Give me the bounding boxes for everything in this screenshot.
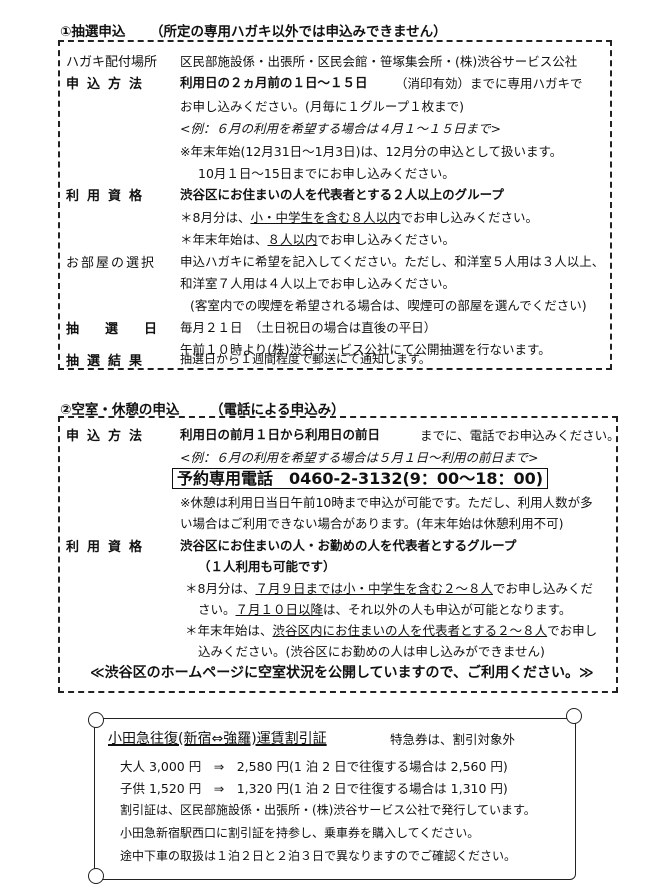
section2-footer: ≪渋谷区のホームページに空室状況を公開していますので、ご利用ください。≫ [90,665,594,681]
apply-postmark: （消印有効）までに専用ハガキで [395,76,583,91]
section1-box [58,40,612,370]
eligibility-august: ＊8月分は、小・中学生を含む８人以内でお申し込みください。 [180,210,538,225]
lottery-date-line1: 毎月２１日 （土日祝日の場合は直後の平日） [180,320,437,335]
room-select-line2: 和洋室７人用は４人以上でお申し込みください。 [180,276,456,291]
lottery-result-text: 抽選日から１週間程度で郵送にて通知します。 [180,352,431,366]
discount-scroll [94,718,576,880]
label-lottery-result: 抽選結果 [66,354,151,369]
apply-deadline: 利用日の２ヵ月前の１日〜１５日 [180,75,368,90]
eligibility2-newyear: ＊年末年始は、渋谷区内にお住まいの人を代表者とする２〜８人でお申し [185,623,598,638]
phone-apply-example: <例：６月の利用を希望する場合は５月１日〜利用の前日まで> [180,450,539,465]
label-eligibility2: 利用資格 [66,540,151,555]
room-select-line1: 申込ハガキに希望を記入してください。ただし、和洋室５人用は３人以上、 [180,254,605,269]
section2-note: （電話による申込み） [210,402,345,418]
section2-title: ②空室・休憩の申込 [60,402,180,418]
section1-note: （所定の専用ハガキ以外では申込みできません） [150,24,447,40]
flyer-location-text: 区民部施設係・出張所・区民会館・笹塚集会所・(株)渋谷サービス公社 [180,54,578,69]
apply-newyear-note2: 10月１日〜15日までにお申し込みください。 [198,166,455,181]
eligibility-newyear: ＊年末年始は、８人以内でお申し込みください。 [180,232,456,247]
label-apply-method: 申込方法 [66,77,151,92]
eligibility2-main: 渋谷区にお住まいの人・お勤めの人を代表者とするグループ [180,538,517,553]
label-phone-apply: 申込方法 [66,429,151,444]
eligibility-main: 渋谷区にお住まいの人を代表者とする２人以上のグループ [180,187,504,202]
lottery-date-line2: 午前１０時より(株)渋谷サービス公社にて公開抽選を行ないます。 [180,342,551,357]
eligibility2-newyear2: 込みください。(渋谷区にお勤めの人は申し込みができません) [198,644,545,659]
discount-issue: 割引証は、区民部施設係・出張所・(株)渋谷サービス公社で発行しています。 [120,803,536,817]
scroll-curl-bottom-left-icon [88,868,104,884]
fare-adult: 大人 3,000 円 ⇒ 2,580 円(1 泊 2 日で往復する場合は 2,5… [120,759,508,774]
discount-title: 小田急往復(新宿⇔強羅)運賃割引証 [108,731,327,747]
label-room-select: お部屋の選択 [66,256,157,271]
eligibility2-august: ＊8月分は、７月９日までは小・中学生を含む２〜８人でお申し込みくだ [185,581,593,596]
label-eligibility: 利用資格 [66,189,151,204]
section1-title: ①抽選申込 [60,24,126,40]
apply-newyear-note: ※年末年始(12月31日〜1月3日)は、12月分の申込として扱います。 [180,144,563,159]
fare-child: 子供 1,520 円 ⇒ 1,320 円(1 泊 2 日で往復する場合は 1,3… [120,781,508,796]
section2-box [58,416,618,693]
rest-note-line1: ※休憩は利用日当日午前10時まで申込が可能です。ただし、利用人数が多 [180,495,593,510]
discount-note: 特急券は、割引対象外 [390,732,516,747]
apply-line2: お申し込みください。(月毎に１グループ１枚まで) [180,99,465,114]
apply-example: <例：６月の利用を希望する場合は４月１〜１５日まで> [180,121,501,136]
rest-note-line2: い場合はご利用できない場合があります。(年末年始は休憩利用不可) [180,516,564,531]
label-lottery-date: 抽選日 [66,322,184,337]
room-select-line3: (客室内での喫煙を希望される場合は、喫煙可の部屋を選んでください) [190,298,587,313]
discount-stopover: 途中下車の取扱は１泊２日と２泊３日で異なりますのでご確認ください。 [120,849,517,863]
label-flyer-location: ハガキ配付場所 [66,55,158,70]
eligibility2-august2: さい。７月１０日以降は、それ以外の人も申込が可能となります。 [198,602,572,617]
discount-purchase: 小田急新宿駅西口に割引証を持参し、乗車券を購入してください。 [120,826,480,840]
scroll-curl-top-left-icon [88,712,104,728]
phone-apply-call: までに、電話でお申込みください。 [420,428,620,443]
phone-apply-period: 利用日の前月１日から利用日の前日 [180,427,381,442]
eligibility2-single: （１人利用も可能です） [198,559,336,574]
reservation-phone: 予約専用電話 0460-2-3132(9：00〜18：00) [172,465,549,489]
scroll-curl-top-right-icon [566,708,582,724]
